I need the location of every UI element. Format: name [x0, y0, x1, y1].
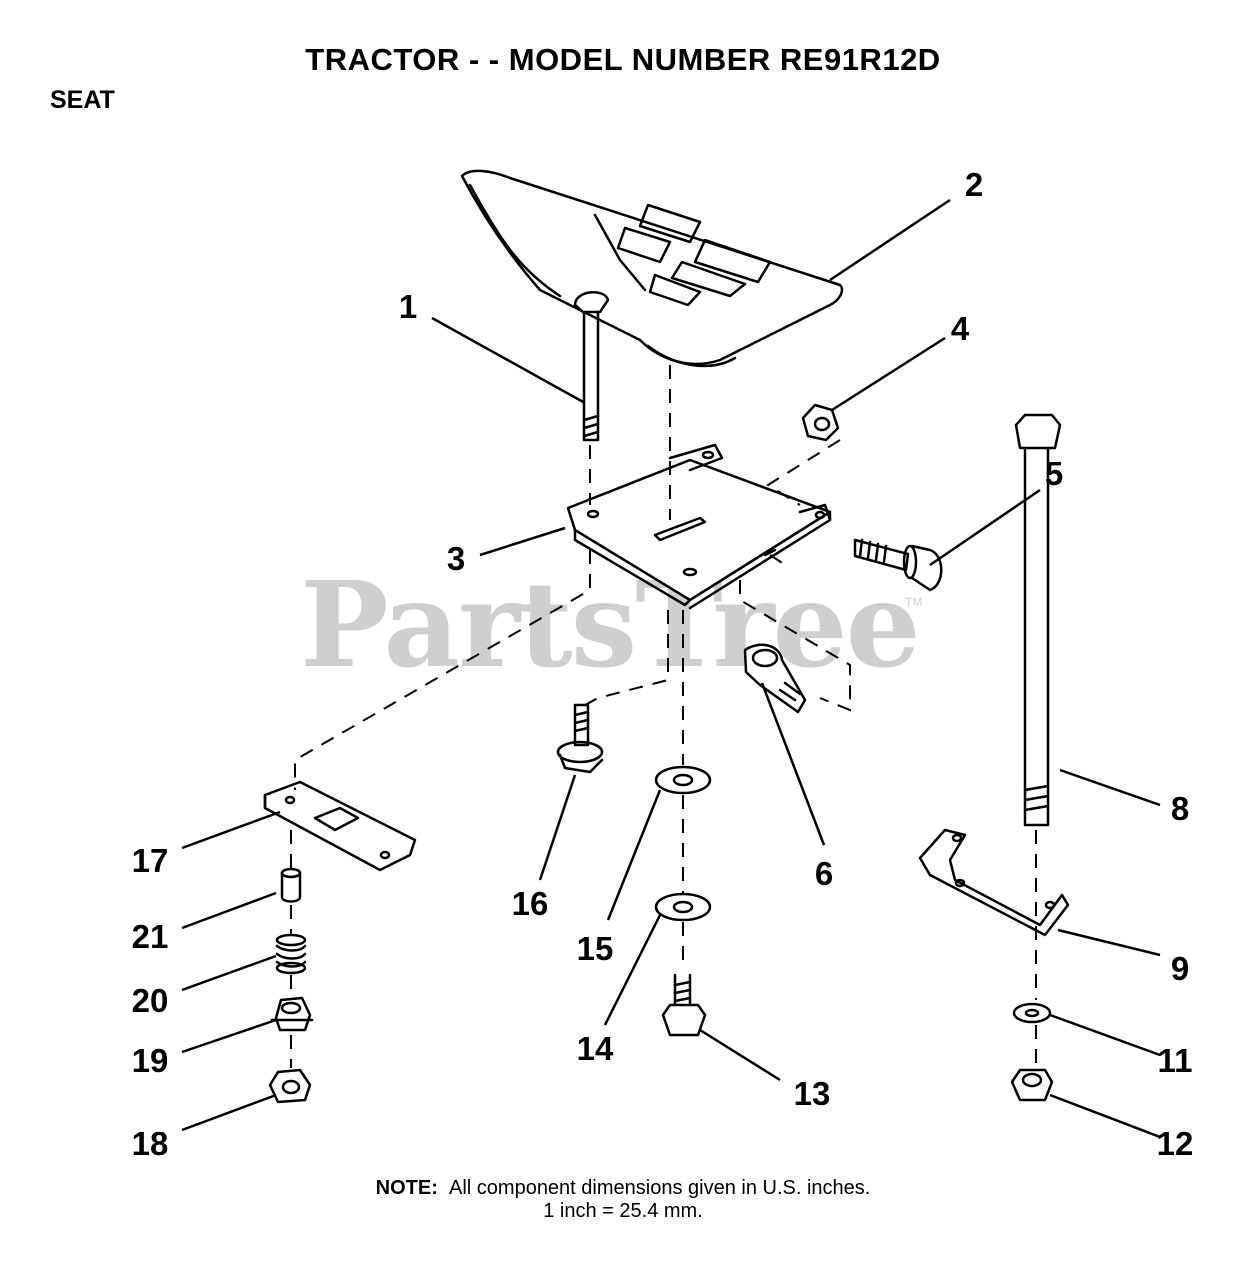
watermark-trademark: TM: [905, 595, 923, 609]
knob-drawing: [270, 996, 314, 1032]
watermark: PartsTree: [300, 555, 921, 694]
pin-drawing: [280, 867, 302, 903]
part-number-16: 16: [511, 885, 549, 922]
part-number-13: 13: [793, 1075, 831, 1112]
shoulder-bolt-drawing: [853, 538, 943, 592]
part-number-5: 5: [1044, 455, 1064, 492]
part-number-9: 9: [1170, 950, 1190, 987]
flat-washer-drawing-15: [654, 765, 712, 795]
diagram-title: TRACTOR - - MODEL NUMBER RE91R12D: [305, 42, 941, 77]
part-number-17: 17: [131, 842, 169, 879]
slide-rail-drawing: [263, 780, 417, 872]
note-label: NOTE:: [375, 1177, 438, 1199]
hex-bolt-drawing-8: [1014, 413, 1062, 827]
part-number-6: 6: [814, 855, 834, 892]
hex-nut-drawing: [801, 403, 840, 442]
assembly-lines: [290, 365, 1037, 1068]
part-number-18: 18: [131, 1125, 169, 1162]
lock-washer-drawing: [1012, 1002, 1052, 1024]
part-number-20: 20: [131, 982, 169, 1019]
flat-washer-drawing-14: [654, 892, 712, 922]
seat-drawing: [460, 169, 844, 368]
section-label: SEAT: [50, 86, 115, 114]
part-number-14: 14: [576, 1030, 614, 1067]
hex-bolt-drawing-13: [661, 973, 707, 1037]
seat-plate-drawing: [566, 443, 832, 610]
part-number-21: 21: [131, 918, 169, 955]
flange-bolt-drawing: [556, 703, 604, 774]
note-line-1: All component dimensions given in U.S. i…: [449, 1177, 871, 1199]
part-number-15: 15: [576, 930, 614, 967]
part-number-1: 1: [398, 288, 418, 325]
part-number-12: 12: [1156, 1125, 1194, 1162]
part-number-3: 3: [446, 540, 466, 577]
flange-nut-drawing: [268, 1068, 312, 1104]
spring-drawing: [275, 933, 307, 975]
part-number-2: 2: [964, 166, 984, 203]
leader-lines: [181, 198, 1161, 1139]
carriage-bolt-drawing: [573, 291, 610, 442]
lock-nut-drawing: [1010, 1068, 1054, 1102]
part-number-11: 11: [1157, 1042, 1193, 1079]
part-number-4: 4: [950, 310, 970, 347]
note-line-2: 1 inch = 25.4 mm.: [543, 1200, 703, 1222]
bracket-drawing: [918, 828, 1070, 937]
footer-note: NOTE: All component dimensions given in …: [0, 1177, 1246, 1223]
part-number-8: 8: [1170, 790, 1190, 827]
adjust-handle-drawing: [743, 643, 807, 714]
part-number-19: 19: [131, 1042, 169, 1079]
